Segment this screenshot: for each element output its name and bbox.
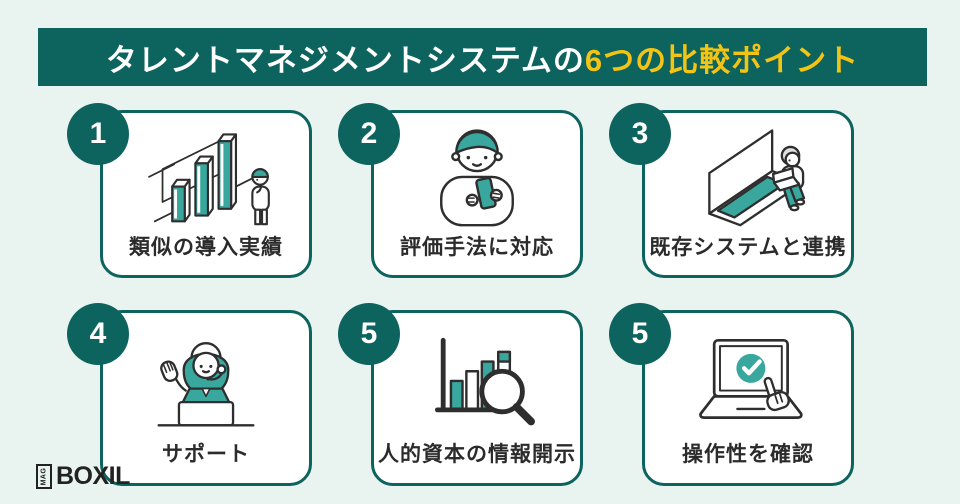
card-existing-system-integration: 3 既存システムと連携 xyxy=(609,103,854,278)
card-illustration xyxy=(103,113,309,231)
card-illustration xyxy=(103,313,309,438)
card-similar-track-record: 1 xyxy=(67,103,312,278)
number-badge: 2 xyxy=(338,103,400,165)
card-illustration xyxy=(645,113,851,231)
person-using-smartphone-icon xyxy=(440,129,514,227)
card-label: 操作性を確認 xyxy=(682,443,814,466)
card-check-usability: 5 操作性を確認 xyxy=(609,303,854,486)
card-label: サポート xyxy=(162,443,250,466)
laptop-checkmark-pointing-hand-icon xyxy=(699,338,803,419)
support-operator-headset-icon xyxy=(157,341,255,426)
card-label: 類似の導入実績 xyxy=(129,236,283,259)
number-badge: 3 xyxy=(609,103,671,165)
person-sitting-on-large-laptop-icon xyxy=(708,129,806,227)
header-title-highlight: 6つの比較ポイント xyxy=(584,42,860,78)
card-illustration xyxy=(374,313,580,438)
number-badge: 4 xyxy=(67,303,129,365)
number-badge: 1 xyxy=(67,103,129,165)
card-label: 既存システムと連携 xyxy=(649,236,847,259)
card-illustration xyxy=(374,113,580,231)
number-badge: 5 xyxy=(338,303,400,365)
boxil-mag-logo: MAG BOXIL xyxy=(36,464,130,489)
card-label: 人的資本の情報開示 xyxy=(378,443,576,466)
mag-logo-text: MAG xyxy=(40,467,48,486)
isometric-bar-chart-thinking-person-icon xyxy=(148,133,270,226)
card-label: 評価手法に対応 xyxy=(400,236,554,259)
card-support: 4 サポート xyxy=(67,303,312,486)
header-title: タレントマネジメントシステムの xyxy=(105,42,585,78)
boxil-logo-text: BOXIL xyxy=(56,462,130,491)
card-evaluation-methods: 2 評価手法に対応 xyxy=(338,103,583,278)
bar-chart-magnifying-glass-icon xyxy=(434,337,535,425)
number-badge: 5 xyxy=(609,303,671,365)
card-human-capital-disclosure: 5 人的資本の情報開示 xyxy=(338,303,583,486)
mag-logo-box: MAG xyxy=(36,464,52,489)
card-illustration xyxy=(645,313,851,438)
